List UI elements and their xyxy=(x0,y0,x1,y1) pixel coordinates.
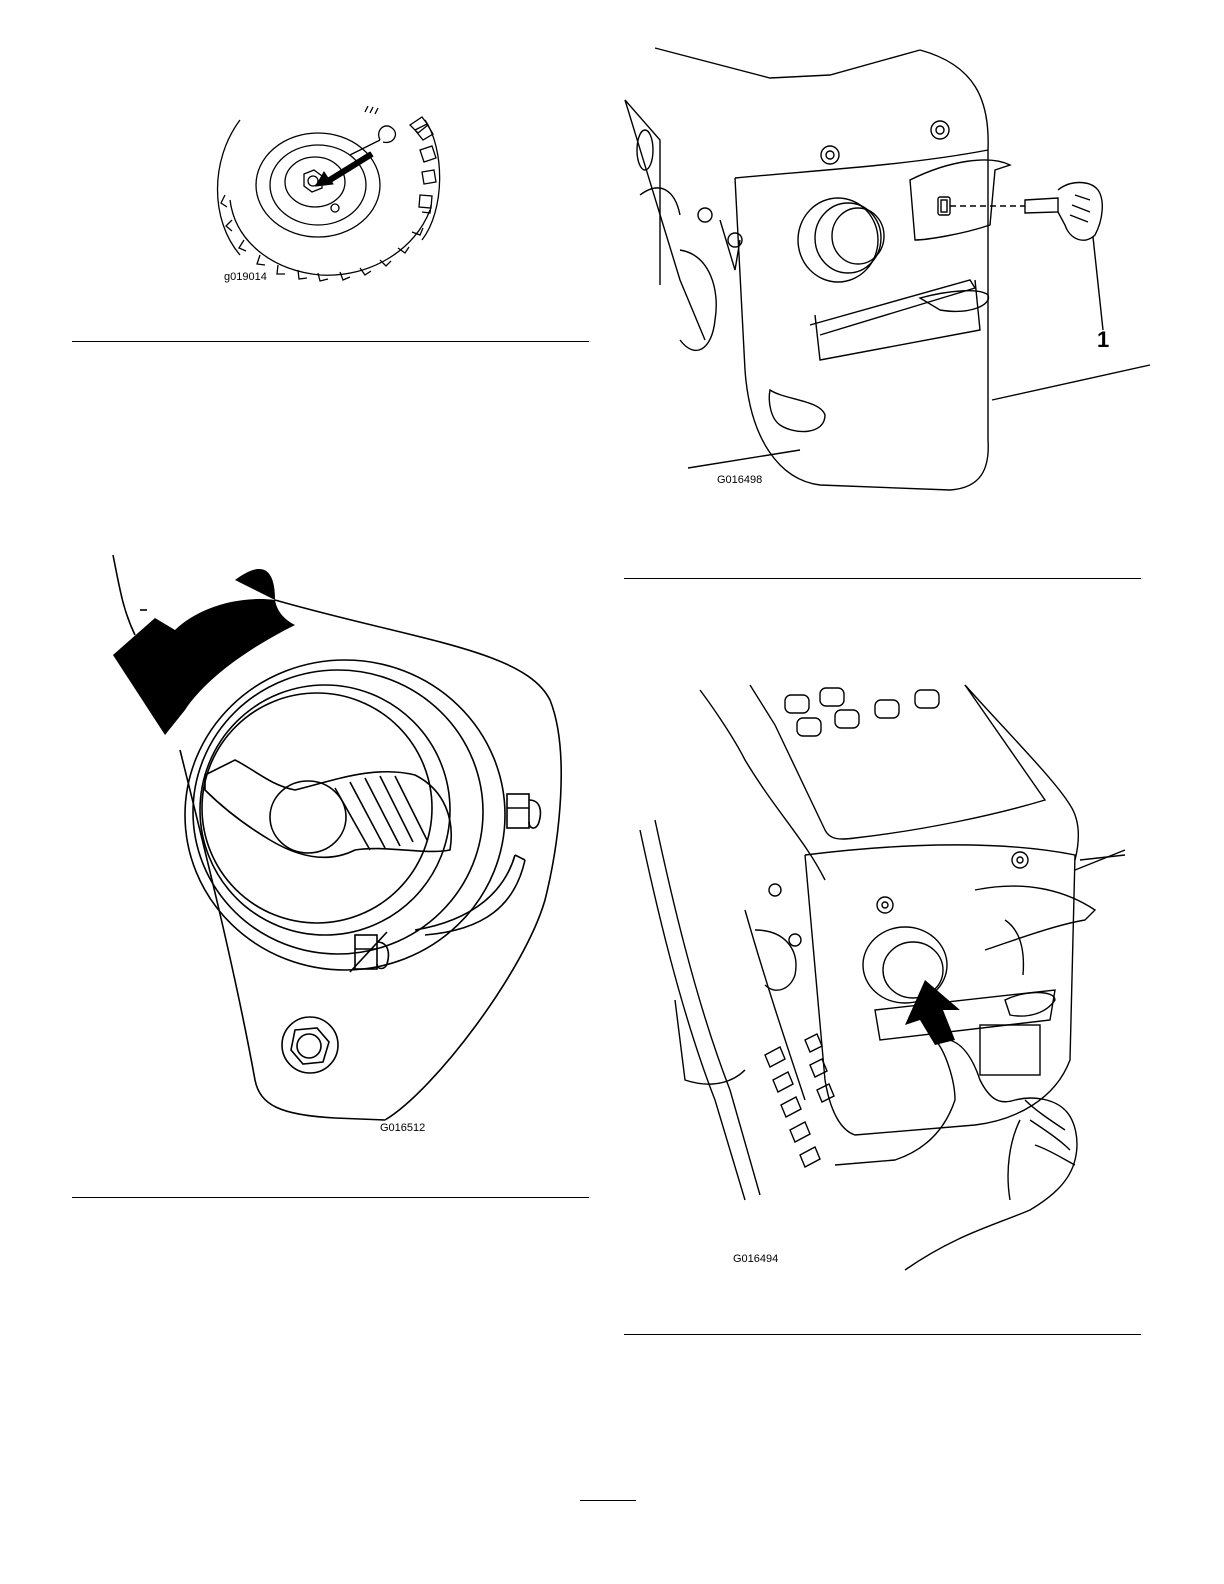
page-number-bar xyxy=(580,1500,636,1501)
figure-code: g019014 xyxy=(224,271,267,283)
figure-code: G016512 xyxy=(380,1122,425,1134)
wheel-pin-illustration xyxy=(200,100,460,290)
figure-primer-push: G016494 xyxy=(625,680,1135,1280)
figure-divider xyxy=(72,341,589,342)
primer-push-illustration xyxy=(625,680,1135,1280)
figure-key-insert: 1 G016498 xyxy=(620,40,1160,495)
figure-code: G016494 xyxy=(733,1253,778,1265)
figure-wheel-pin: g019014 xyxy=(200,100,460,290)
figure-divider xyxy=(624,578,1141,579)
figure-divider xyxy=(72,1197,589,1198)
key-insert-illustration xyxy=(620,40,1160,495)
figure-fuel-valve: G016512 xyxy=(95,550,565,1140)
figure-divider xyxy=(624,1334,1141,1335)
callout-number: 1 xyxy=(1097,327,1109,353)
figure-code: G016498 xyxy=(717,474,762,486)
fuel-valve-illustration xyxy=(95,550,565,1140)
